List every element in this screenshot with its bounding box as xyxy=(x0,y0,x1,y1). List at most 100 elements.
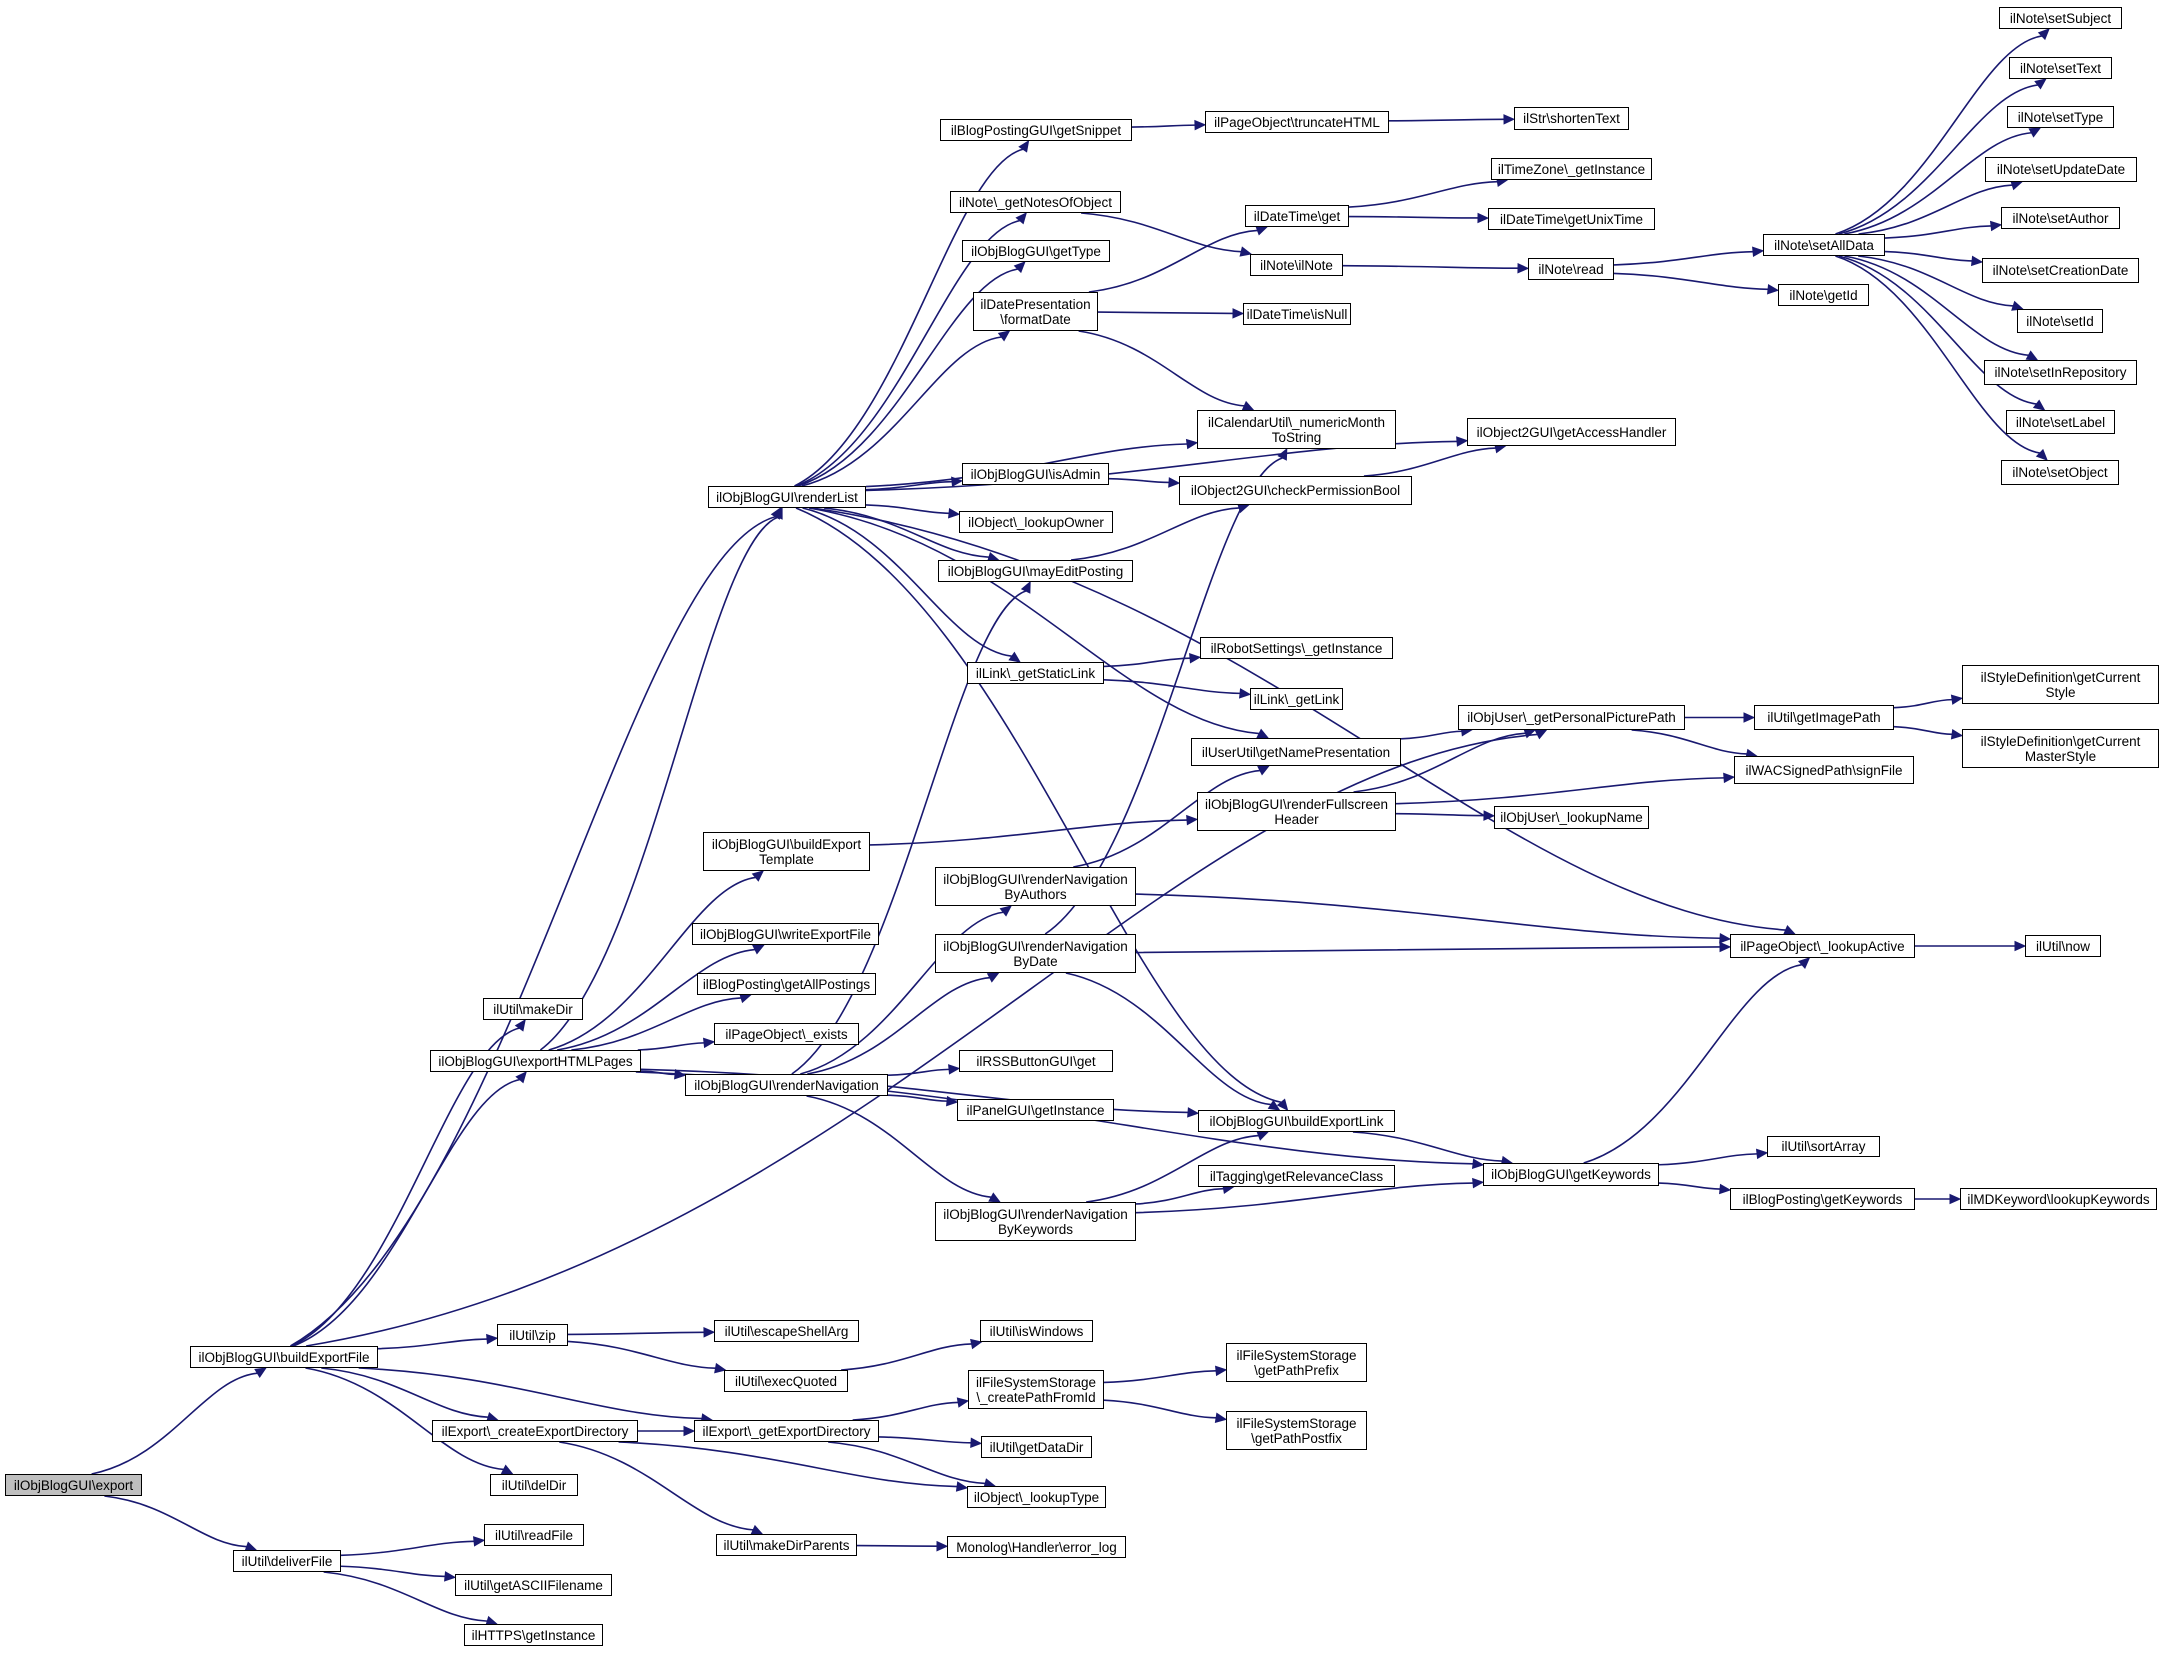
node-set-creation-date[interactable]: ilNote\setCreationDate xyxy=(1982,258,2139,283)
node-get-unix-time[interactable]: ilDateTime\getUnixTime xyxy=(1488,208,1655,230)
node-shorten-text[interactable]: ilStr\shortenText xyxy=(1514,107,1629,130)
node-note-get-id[interactable]: ilNote\getId xyxy=(1778,284,1869,306)
node-error-log[interactable]: Monolog\Handler\error_log xyxy=(947,1536,1126,1558)
edge-zip-to-escape-shell-arg xyxy=(567,1331,705,1336)
node-may-edit-posting[interactable]: ilObjBlogGUI\mayEditPosting xyxy=(938,560,1133,582)
node-set-text[interactable]: ilNote\setText xyxy=(2009,57,2112,79)
node-del-dir[interactable]: ilUtil\delDir xyxy=(490,1474,578,1496)
node-get-path-prefix[interactable]: ilFileSystemStorage \getPathPrefix xyxy=(1226,1343,1367,1382)
node-get-keywords[interactable]: ilObjBlogGUI\getKeywords xyxy=(1483,1163,1659,1186)
node-rss-get[interactable]: ilRSSButtonGUI\get xyxy=(959,1050,1113,1072)
node-link-get-link[interactable]: ilLink\_getLink xyxy=(1250,688,1343,710)
edge-build-export-file-to-create-export-directory xyxy=(321,1367,489,1418)
node-set-all-data[interactable]: ilNote\setAllData xyxy=(1763,234,1885,256)
node-build-export-file[interactable]: ilObjBlogGUI\buildExportFile xyxy=(190,1346,378,1368)
node-truncate-html[interactable]: ilPageObject\truncateHTML xyxy=(1205,111,1389,133)
node-nav-by-keywords[interactable]: ilObjBlogGUI\renderNavigation ByKeywords xyxy=(935,1202,1136,1241)
edge-render-fullscreen-header-to-get-personal-picture-path xyxy=(1353,732,1526,793)
node-make-dir-parents[interactable]: ilUtil\makeDirParents xyxy=(716,1534,857,1556)
arrowhead-del-dir xyxy=(500,1464,514,1475)
arrowhead-make-dir-parents xyxy=(750,1524,764,1535)
node-util-now[interactable]: ilUtil\now xyxy=(2025,935,2101,957)
node-get-image-path[interactable]: ilUtil\getImagePath xyxy=(1754,705,1894,730)
node-robot-get-instance[interactable]: ilRobotSettings\_getInstance xyxy=(1200,637,1393,659)
node-set-label[interactable]: ilNote\setLabel xyxy=(2006,410,2115,434)
node-zip[interactable]: ilUtil\zip xyxy=(497,1324,568,1346)
node-get-path-postfix[interactable]: ilFileSystemStorage \getPathPostfix xyxy=(1226,1411,1367,1450)
node-set-author[interactable]: ilNote\setAuthor xyxy=(2001,207,2120,229)
node-https-get-instance[interactable]: ilHTTPS\getInstance xyxy=(464,1624,603,1646)
node-get-relevance-class[interactable]: ilTagging\getRelevanceClass xyxy=(1198,1165,1395,1187)
node-export-htmlpages[interactable]: ilObjBlogGUI\exportHTMLPages xyxy=(430,1050,641,1072)
arrowhead-sign-file xyxy=(1723,772,1736,784)
node-build-export-template[interactable]: ilObjBlogGUI\buildExport Template xyxy=(703,832,870,871)
node-lookup-keywords[interactable]: ilMDKeyword\lookupKeywords xyxy=(1960,1188,2157,1210)
node-build-export-link[interactable]: ilObjBlogGUI\buildExportLink xyxy=(1198,1110,1395,1132)
node-nav-by-date[interactable]: ilObjBlogGUI\renderNavigation ByDate xyxy=(935,934,1136,973)
node-get-data-dir[interactable]: ilUtil\getDataDir xyxy=(981,1436,1092,1458)
node-export[interactable]: ilObjBlogGUI\export xyxy=(5,1474,142,1496)
node-sign-file[interactable]: ilWACSignedPath\signFile xyxy=(1734,756,1914,784)
node-get-all-postings[interactable]: ilBlogPosting\getAllPostings xyxy=(697,973,876,995)
node-style-current-master[interactable]: ilStyleDefinition\getCurrent MasterStyle xyxy=(1962,729,2159,768)
node-set-subject[interactable]: ilNote\setSubject xyxy=(1999,7,2122,29)
arrowhead-note-get-id xyxy=(1767,283,1780,295)
node-nav-by-authors[interactable]: ilObjBlogGUI\renderNavigation ByAuthors xyxy=(935,867,1136,906)
arrowhead-robot-get-instance xyxy=(1189,652,1202,664)
node-get-personal-picture-path[interactable]: ilObjUser\_getPersonalPicturePath xyxy=(1458,705,1685,730)
arrowhead-bp-get-keywords xyxy=(1719,1183,1732,1195)
node-render-navigation[interactable]: ilObjBlogGUI\renderNavigation xyxy=(685,1074,888,1096)
node-bp-get-keywords[interactable]: ilBlogPosting\getKeywords xyxy=(1730,1188,1915,1210)
node-deliver-file[interactable]: ilUtil\deliverFile xyxy=(233,1550,341,1572)
node-escape-shell-arg[interactable]: ilUtil\escapeShellArg xyxy=(714,1320,859,1342)
node-numeric-month[interactable]: ilCalendarUtil\_numericMonth ToString xyxy=(1197,410,1396,449)
node-tz-get-instance[interactable]: ilTimeZone\_getInstance xyxy=(1491,158,1652,180)
node-is-null[interactable]: ilDateTime\isNull xyxy=(1243,303,1351,325)
node-create-path-from-id[interactable]: ilFileSystemStorage \_createPathFromId xyxy=(968,1370,1104,1409)
node-get-export-directory[interactable]: ilExport\_getExportDirectory xyxy=(694,1420,879,1442)
node-note-read[interactable]: ilNote\read xyxy=(1528,258,1614,280)
edge-is-admin-to-check-permission-bool xyxy=(1108,477,1170,484)
node-lookup-name[interactable]: ilObjUser\_lookupName xyxy=(1494,806,1649,829)
node-page-exists[interactable]: ilPageObject\_exists xyxy=(714,1023,859,1045)
node-is-admin[interactable]: ilObjBlogGUI\isAdmin xyxy=(962,463,1109,485)
node-lookup-type[interactable]: ilObject\_lookupType xyxy=(967,1486,1106,1508)
node-note-il-note[interactable]: ilNote\ilNote xyxy=(1250,254,1343,276)
node-set-update-date[interactable]: ilNote\setUpdateDate xyxy=(1985,157,2137,182)
node-set-in-repository[interactable]: ilNote\setInRepository xyxy=(1984,360,2137,385)
node-lookup-active[interactable]: ilPageObject\_lookupActive xyxy=(1730,934,1915,958)
node-format-date[interactable]: ilDatePresentation \formatDate xyxy=(973,292,1098,331)
edge-render-fullscreen-header-to-sign-file xyxy=(1395,777,1725,805)
arrowhead-escape-shell-arg xyxy=(703,1327,716,1338)
node-sort-array[interactable]: ilUtil\sortArray xyxy=(1767,1136,1880,1157)
node-get-snippet[interactable]: ilBlogPostingGUI\getSnippet xyxy=(940,119,1132,141)
arrowhead-get-unix-time xyxy=(1477,212,1490,224)
node-get-asciifilename[interactable]: ilUtil\getASCIIFilename xyxy=(455,1574,612,1596)
arrowhead-page-exists xyxy=(702,1037,716,1049)
arrowhead-build-export-link xyxy=(1256,1130,1270,1141)
node-exec-quoted[interactable]: ilUtil\execQuoted xyxy=(724,1370,848,1392)
node-style-current-style[interactable]: ilStyleDefinition\getCurrent Style xyxy=(1962,665,2159,704)
node-set-type[interactable]: ilNote\setType xyxy=(2007,106,2114,128)
edge-render-list-to-format-date xyxy=(801,336,1002,487)
node-get-name-presentation[interactable]: ilUserUtil\getNamePresentation xyxy=(1191,738,1401,766)
node-set-id[interactable]: ilNote\setId xyxy=(2017,309,2103,333)
node-check-permission-bool[interactable]: ilObject2GUI\checkPermissionBool xyxy=(1179,476,1412,505)
node-panel-get-instance[interactable]: ilPanelGUI\getInstance xyxy=(957,1099,1114,1121)
arrowhead-lookup-active xyxy=(1719,932,1732,944)
node-date-time-get[interactable]: ilDateTime\get xyxy=(1245,205,1349,227)
node-get-static-link[interactable]: ilLink\_getStaticLink xyxy=(967,662,1104,684)
node-render-list[interactable]: ilObjBlogGUI\renderList xyxy=(708,486,866,508)
node-get-access-handler[interactable]: ilObject2GUI\getAccessHandler xyxy=(1467,418,1676,446)
node-make-dir[interactable]: ilUtil\makeDir xyxy=(483,998,583,1020)
node-create-export-directory[interactable]: ilExport\_createExportDirectory xyxy=(432,1420,638,1442)
node-read-file[interactable]: ilUtil\readFile xyxy=(484,1524,584,1546)
node-set-object[interactable]: ilNote\setObject xyxy=(2001,460,2119,485)
node-lookup-owner[interactable]: ilObject\_lookupOwner xyxy=(959,511,1113,533)
node-render-fullscreen-header[interactable]: ilObjBlogGUI\renderFullscreen Header xyxy=(1197,792,1396,831)
node-get-type[interactable]: ilObjBlogGUI\getType xyxy=(962,240,1110,262)
node-write-export-file[interactable]: ilObjBlogGUI\writeExportFile xyxy=(692,923,879,945)
edge-get-keywords-to-lookup-active xyxy=(1583,963,1803,1164)
node-is-windows[interactable]: ilUtil\isWindows xyxy=(980,1320,1093,1342)
node-get-notes-of-object[interactable]: ilNote\_getNotesOfObject xyxy=(950,191,1121,213)
